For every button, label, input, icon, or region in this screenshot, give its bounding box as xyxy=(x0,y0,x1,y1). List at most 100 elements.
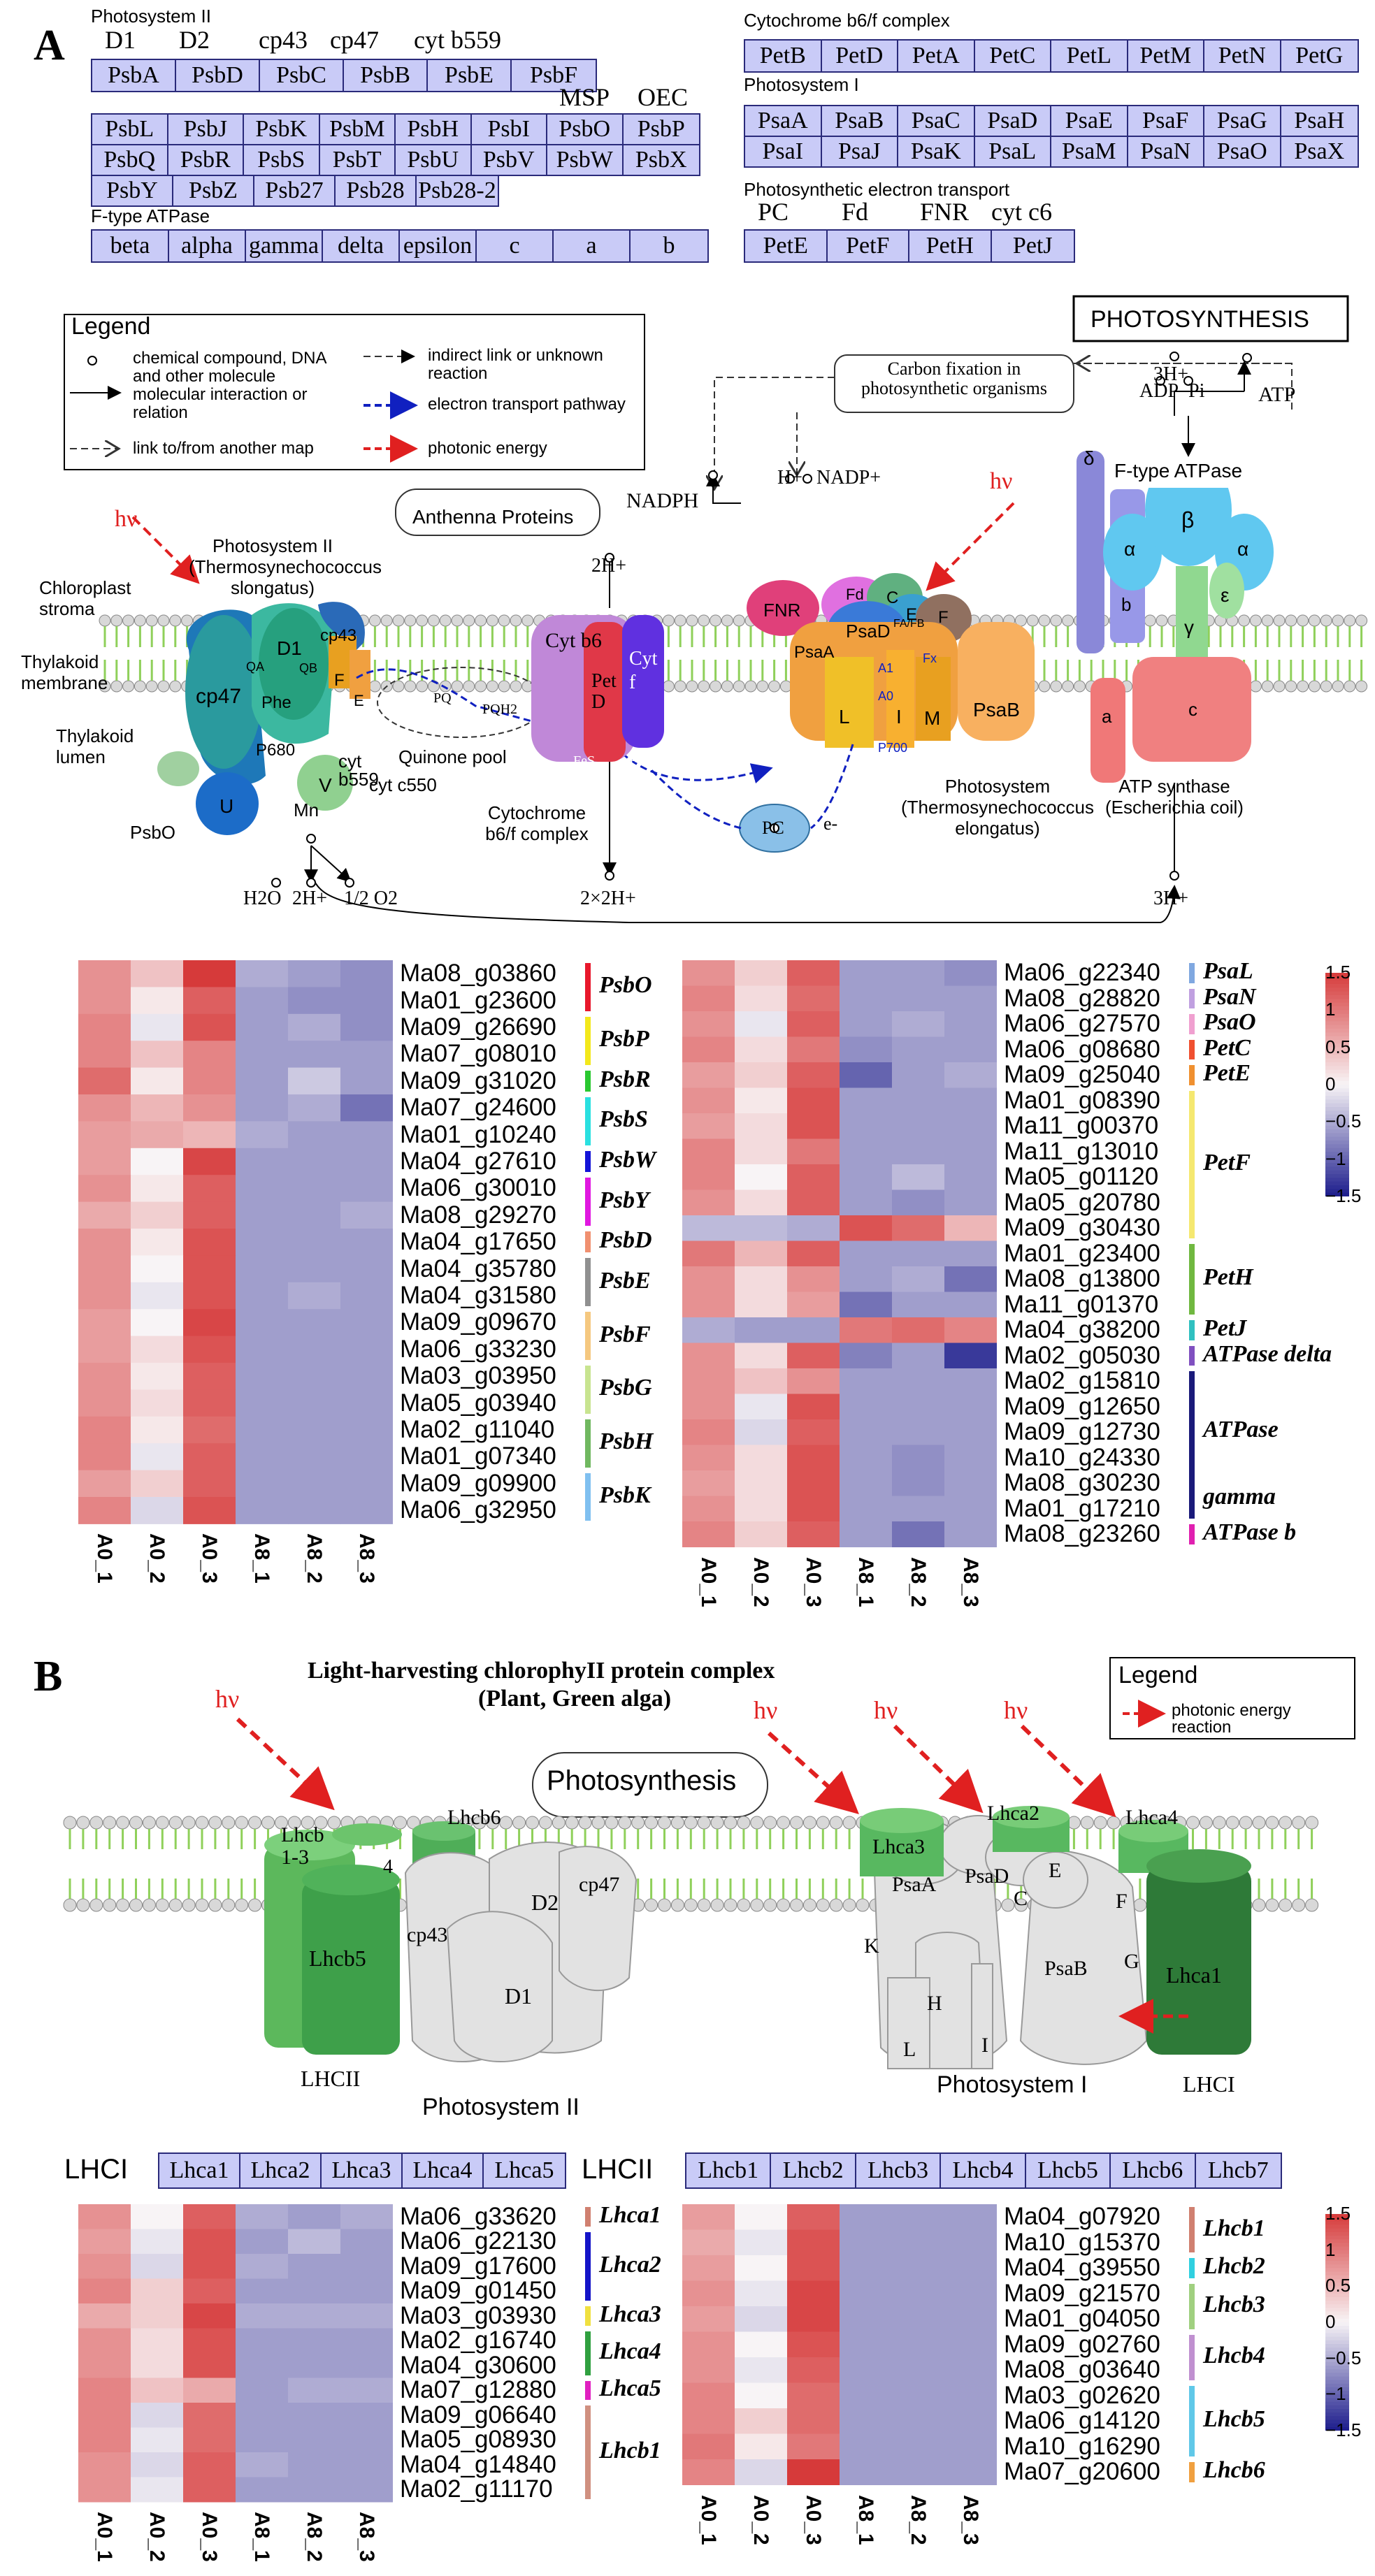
gene-cell-beta: beta xyxy=(92,231,169,261)
heatmap-cell xyxy=(131,1148,184,1175)
heatmap-cell xyxy=(787,1317,840,1343)
gene-cell-delta: delta xyxy=(323,231,400,261)
heatmap-row-label: Ma04_g14840 xyxy=(400,2450,556,2478)
heatmap-cell xyxy=(288,2229,341,2255)
legend-a-item-interaction: molecular interaction or relation xyxy=(133,385,308,422)
heatmap-cell xyxy=(288,960,341,987)
colorbar-tick: −1.5 xyxy=(1325,1185,1362,1206)
heatmap-cell xyxy=(236,1013,289,1041)
heatmap-column-label: A0_3 xyxy=(197,2512,221,2562)
heatmap-cell xyxy=(944,1445,997,1471)
heatmap-cell xyxy=(787,1036,840,1063)
f-label: F xyxy=(334,671,345,690)
heatmap-row-label: Ma06_g32950 xyxy=(400,1496,556,1524)
heatmap-cell xyxy=(78,1309,131,1337)
heatmap-cell xyxy=(78,1013,131,1041)
heatmap-cell xyxy=(840,2459,893,2485)
photosynthesis-title: PHOTOSYNTHESIS xyxy=(1090,306,1309,333)
heatmap-column-label: A0_1 xyxy=(92,1533,116,1584)
beta-label: β xyxy=(1181,507,1195,533)
heatmap-cell xyxy=(840,1138,893,1165)
heatmap-cell xyxy=(787,1011,840,1037)
heatmap-row-label: Ma07_g20600 xyxy=(1004,2458,1160,2486)
lhcii-table-title: LHCII xyxy=(582,2154,654,2185)
heatmap-cell xyxy=(78,1336,131,1363)
group-bar xyxy=(585,1231,591,1253)
ps1-b-label: Photosystem I xyxy=(937,2071,1088,2098)
panel-a-label: A xyxy=(34,22,65,69)
heatmap-cell xyxy=(682,1189,735,1216)
heatmap-cell xyxy=(787,1138,840,1165)
pet-d-label: Pet D xyxy=(591,670,617,713)
top-label-fd: Fd xyxy=(842,198,869,226)
heatmap-cell xyxy=(288,1336,341,1363)
heatmap-row-label: Ma06_g08680 xyxy=(1004,1035,1160,1063)
group-label: Lhcb1 xyxy=(599,2438,661,2463)
legend-a-item-electron: electron transport pathway xyxy=(428,395,626,414)
group-bar xyxy=(1189,1524,1195,1544)
heatmap-cell xyxy=(840,2357,893,2383)
group-bar xyxy=(1189,2462,1195,2482)
gene-cell-lhcb4: Lhcb4 xyxy=(941,2154,1026,2187)
heatmap-cell xyxy=(682,985,735,1012)
heatmap-cell xyxy=(682,1343,735,1369)
heatmap-cell xyxy=(682,2382,735,2409)
p700-label: P700 xyxy=(878,741,908,755)
heatmap-cell xyxy=(78,2303,131,2329)
heatmap-cell xyxy=(840,2433,893,2460)
heatmap-row-label: Ma01_g17210 xyxy=(1004,1494,1160,1522)
heatmap-cell xyxy=(236,1389,289,1417)
heatmap-cell xyxy=(131,2477,184,2503)
heatmap-cell xyxy=(735,1087,788,1114)
heatmap-cell xyxy=(840,1215,893,1241)
group-bar xyxy=(1189,2385,1195,2456)
heatmap-row-label: Ma10_g15370 xyxy=(1004,2228,1160,2256)
heatmap-cell xyxy=(340,2254,393,2279)
heatmap-cell xyxy=(183,2403,236,2428)
gene-cell-c: c xyxy=(477,231,554,261)
heatmap-cell xyxy=(236,1443,289,1471)
half-o2-label: 1/2 O2 xyxy=(344,888,398,909)
heatmap-cell xyxy=(735,2433,788,2460)
heatmap-row-label: Ma04_g27610 xyxy=(400,1148,556,1175)
group-label: PetE xyxy=(1203,1060,1251,1087)
heatmap-cell xyxy=(682,2255,735,2281)
atp-synthase xyxy=(1077,451,1274,783)
group-bar xyxy=(1189,963,1195,983)
heatmap-cell xyxy=(78,1041,131,1069)
gene-cell-psbb: PsbB xyxy=(344,60,428,91)
group-bar xyxy=(1189,1090,1195,1238)
heatmap-cell xyxy=(131,2452,184,2477)
heatmap-cell xyxy=(340,960,393,987)
group-bar xyxy=(585,2231,591,2301)
heatmap-cell xyxy=(183,2303,236,2329)
heatmap-cell xyxy=(131,1175,184,1203)
gamma-label: γ xyxy=(1184,616,1194,638)
heatmap-cell xyxy=(735,1062,788,1088)
pqh2-label: PQH2 xyxy=(482,702,518,717)
heatmap-row-label: Ma08_g13800 xyxy=(1004,1265,1160,1293)
heatmap-cell xyxy=(183,2378,236,2403)
gene-cell-psbx: PsbX xyxy=(635,147,687,173)
heatmap-column-label: A8_2 xyxy=(906,1556,930,1607)
heatmap-column-label: A8_2 xyxy=(302,1533,326,1584)
heatmap-cell xyxy=(735,1317,788,1343)
heatmap-cell xyxy=(78,1175,131,1203)
heatmap-cell xyxy=(944,2306,997,2332)
heatmap-column-label: A8_2 xyxy=(302,2512,326,2562)
group-label: Lhcb1 xyxy=(1203,2215,1265,2241)
heatmap-row-label: Ma09_g21570 xyxy=(1004,2279,1160,2307)
group-label: PsbH xyxy=(599,1428,654,1455)
top-label-cp47: cp47 xyxy=(330,26,379,54)
colorbar-tick: −1.5 xyxy=(1325,2419,1362,2440)
heatmap-row-label: Ma04_g38200 xyxy=(1004,1316,1160,1344)
heatmap-column-label: A8_3 xyxy=(958,2494,982,2545)
heatmap-row-label: Ma08_g03860 xyxy=(400,960,556,987)
l-label: L xyxy=(839,706,850,728)
heatmap-cell xyxy=(735,1011,788,1037)
heatmap-cell xyxy=(787,1113,840,1139)
gene-cell-psbi: PsbI xyxy=(472,115,547,144)
heatmap-cell xyxy=(183,2353,236,2378)
group-bar xyxy=(585,2405,591,2499)
